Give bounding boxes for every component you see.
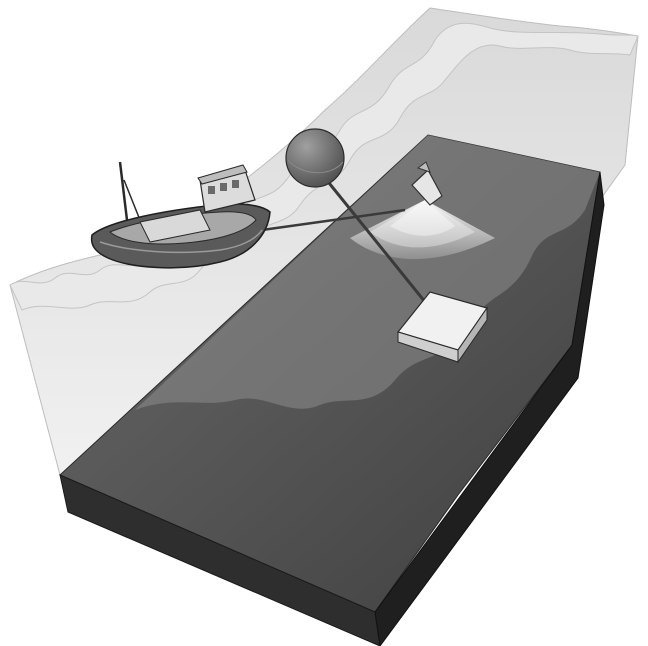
vessel xyxy=(92,162,270,268)
buoy xyxy=(286,129,344,187)
